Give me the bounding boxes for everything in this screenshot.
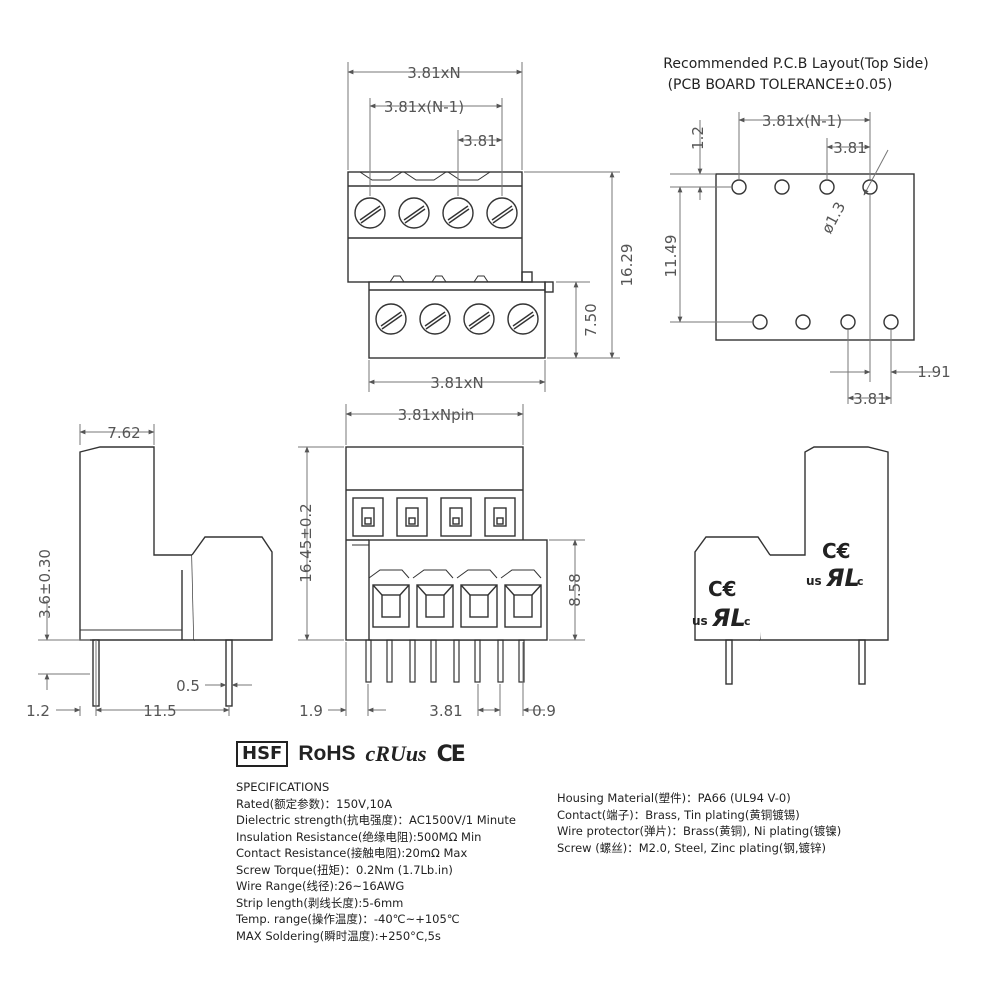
top-view — [347, 171, 554, 359]
dim-side-span: 11.5 — [143, 702, 176, 720]
dim-top-height: 16.29 — [618, 244, 636, 287]
svg-text:c: c — [857, 575, 864, 588]
svg-text:ЯL: ЯL — [711, 604, 746, 632]
dim-front-pitch: 3.81 — [429, 702, 462, 720]
side-view-right — [694, 446, 889, 685]
dim-pcb-hole: ø1.3 — [818, 199, 849, 237]
dim-side-pin-w: 0.5 — [176, 677, 200, 695]
svg-text:C€: C€ — [708, 577, 737, 601]
dim-pcb-offset: 1.91 — [917, 363, 950, 381]
dim-side-pin-len: 3.6±0.30 — [36, 549, 54, 619]
pin-icon — [365, 639, 525, 683]
spec-line: Strip length(剥线长度):5-6mm — [236, 895, 404, 910]
spec-line: Contact Resistance(接触电阻):20mΩ Max — [236, 846, 468, 860]
dim-pcb-pitch-bottom: 3.81 — [853, 390, 886, 408]
svg-text:C€: C€ — [822, 539, 851, 563]
spec-line: Screw Torque(扭矩)：0.2Nm (1.7Lb.in) — [236, 862, 453, 877]
dim-top-pitch-n1: 3.81x(N-1) — [384, 98, 464, 116]
svg-text:c: c — [744, 615, 751, 628]
wire-entry-icon — [352, 497, 542, 628]
front-view — [345, 446, 548, 683]
spec-title: SPECIFICATIONS — [236, 780, 330, 794]
pcb-layout-dims — [670, 112, 935, 404]
pcb-hole-icon — [731, 179, 899, 330]
pcb-layout-title: Recommended P.C.B Layout(Top Side) — [663, 56, 928, 72]
dim-pcb-pitch: 3.81 — [833, 139, 866, 157]
dim-front-right: 0.9 — [532, 702, 556, 720]
dim-pcb-edge: 1.2 — [689, 126, 707, 150]
dim-top-pitch: 3.81 — [463, 132, 496, 150]
dim-top-lower: 7.50 — [582, 303, 600, 336]
dim-front-height: 16.45±0.2 — [297, 503, 315, 582]
rohs-logo: RoHS — [298, 742, 356, 765]
dim-front-lower: 8.58 — [566, 573, 584, 606]
spec-line: MAX Soldering(瞬时温度):+250°C,5s — [236, 928, 441, 943]
front-view-dims — [298, 404, 585, 716]
dim-front-top: 3.81xNpin — [398, 406, 475, 424]
spec-line: Contact(端子)：Brass, Tin plating(黄铜镀锡) — [557, 807, 800, 822]
hsf-logo: HSF — [236, 741, 289, 767]
spec-line: Housing Material(塑件)：PA66 (UL94 V-0) — [557, 791, 791, 805]
specifications-left: SPECIFICATIONS Rated(额定参数)：150V,10A Diel… — [236, 779, 516, 944]
svg-text:us: us — [692, 614, 708, 628]
certification-bar: HSF RoHS cRUus CE — [236, 740, 466, 768]
side-view — [79, 446, 273, 707]
pcb-layout-subtitle: (PCB BOARD TOLERANCE±0.05) — [668, 77, 893, 93]
spec-line: Wire Range(线径):26~16AWG — [236, 879, 405, 893]
screw-icon — [354, 197, 539, 335]
ul-ce-mark-icon: C€ us ЯL c C€ us ЯL c — [692, 539, 864, 632]
ce-logo: CE — [436, 741, 466, 767]
dim-side-left: 1.2 — [26, 702, 50, 720]
dim-side-top: 7.62 — [107, 424, 140, 442]
dim-top-bottom: 3.81xN — [430, 374, 484, 392]
specifications-right: Housing Material(塑件)：PA66 (UL94 V-0) Con… — [557, 790, 841, 856]
spec-line: Rated(额定参数)：150V,10A — [236, 796, 393, 811]
dim-top-total: 3.81xN — [407, 64, 461, 82]
spec-line: Insulation Resistance(绝缘电阻):500MΩ Min — [236, 829, 482, 844]
side-view-dims — [38, 424, 252, 716]
top-view-dims — [347, 62, 620, 392]
svg-text:ЯL: ЯL — [825, 564, 860, 592]
ul-logo: cRUus — [365, 741, 427, 766]
dim-pcb-pitch-n1: 3.81x(N-1) — [762, 112, 842, 130]
spec-line: Temp. range(操作温度)：-40℃~+105℃ — [236, 912, 460, 926]
pcb-layout — [715, 173, 915, 341]
spec-line: Screw (螺丝)：M2.0, Steel, Zinc plating(钢,镀… — [557, 840, 826, 855]
spec-line: Wire protector(弹片)：Brass(黄铜), Ni plating… — [557, 824, 842, 838]
svg-text:us: us — [806, 574, 822, 588]
spec-line: Dielectric strength(抗电强度)：AC1500V/1 Minu… — [236, 813, 516, 827]
dim-pcb-height: 11.49 — [662, 235, 680, 278]
dim-front-left: 1.9 — [299, 702, 323, 720]
